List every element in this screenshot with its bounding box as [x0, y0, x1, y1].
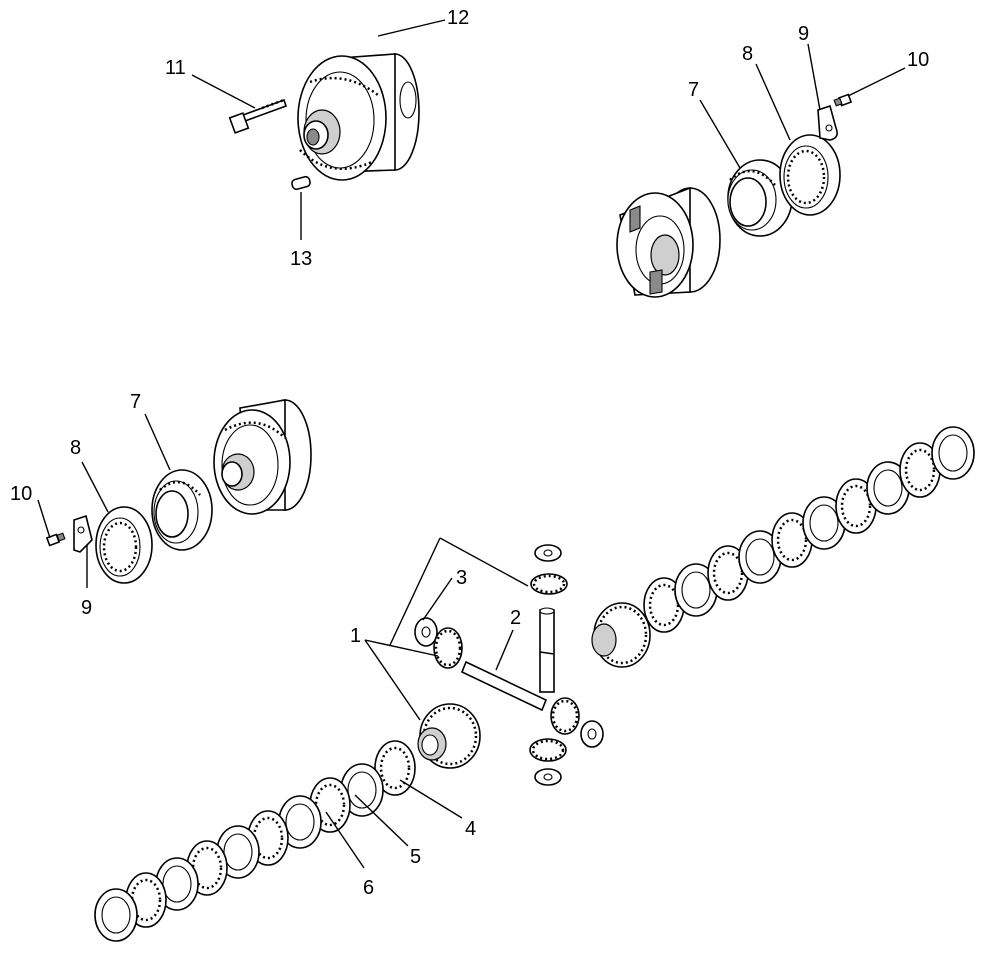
part-11-bolt[interactable]	[228, 98, 288, 134]
callout-3: 3	[456, 567, 467, 589]
part-housing-half-left[interactable]	[213, 399, 312, 515]
callout-2: 2	[510, 607, 521, 629]
callout-8-top-right: 8	[742, 43, 753, 65]
callout-6: 6	[363, 877, 374, 899]
part-4-5-6-clutch-discs-lower[interactable]	[94, 740, 416, 942]
leader-lines	[37, 19, 906, 869]
part-2-cross-shaft[interactable]	[460, 607, 555, 712]
callout-7-left: 7	[130, 391, 141, 413]
part-10-screw-top-right[interactable]	[833, 93, 853, 107]
callout-10-left: 10	[10, 483, 32, 505]
part-8-nut-top-right[interactable]	[779, 134, 841, 216]
part-9-lock-plate-left[interactable]	[73, 514, 93, 553]
callout-5: 5	[410, 846, 421, 868]
callout-labels: 12 11 13 7 8 9 10 7 8 10 9 3 2 1 4 5 6	[10, 7, 929, 899]
part-7-bearing-left[interactable]	[151, 469, 213, 551]
part-12-differential-housing[interactable]	[297, 53, 420, 181]
part-10-screw-left[interactable]	[45, 532, 66, 547]
callout-11: 11	[165, 57, 186, 79]
clutch-discs-upper[interactable]	[643, 426, 975, 633]
callout-9-left: 9	[81, 597, 92, 619]
callout-9-top-right: 9	[798, 23, 809, 45]
part-3-thrust-washer[interactable]	[414, 544, 604, 786]
part-13-pin[interactable]	[291, 175, 311, 191]
part-8-nut-left[interactable]	[95, 506, 153, 584]
callout-4: 4	[465, 818, 476, 840]
part-1-side-gear-lower[interactable]	[417, 703, 481, 769]
part-1-side-gear-upper[interactable]	[591, 602, 651, 668]
callout-12: 12	[447, 7, 469, 29]
callout-7-top-right: 7	[688, 79, 699, 101]
callout-1: 1	[350, 625, 361, 647]
part-pinion-gears[interactable]	[433, 573, 580, 762]
part-9-lock-plate-top-right[interactable]	[817, 104, 838, 141]
part-housing-half-top-right[interactable]	[616, 186, 721, 298]
callout-13: 13	[290, 248, 312, 270]
part-7-bearing-top-right[interactable]	[727, 159, 793, 237]
callout-8-left: 8	[70, 437, 81, 459]
callout-10-top-right: 10	[907, 49, 929, 71]
